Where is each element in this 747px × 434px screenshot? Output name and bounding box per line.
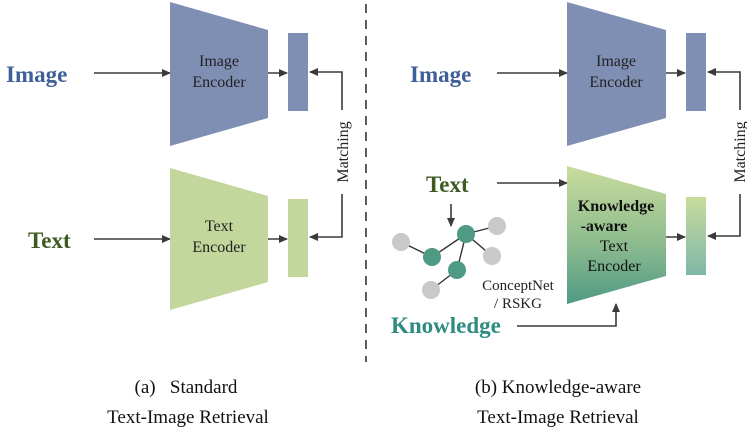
left-text-encoder-line1: Text xyxy=(205,218,234,235)
knowledge-label: Knowledge xyxy=(391,313,501,338)
left-image-encoder-line1: Image xyxy=(199,53,239,70)
graph-node xyxy=(392,233,410,251)
left-caption-line1: (a) Standard xyxy=(135,377,238,398)
left-text-feature xyxy=(288,199,308,277)
left-matching-label: Matching xyxy=(335,121,352,182)
graph-node xyxy=(457,225,475,243)
right-caption-line2: Text-Image Retrieval xyxy=(477,407,639,428)
left-image-feature xyxy=(288,33,308,111)
graph-node xyxy=(448,261,466,279)
ka-encoder-line3: Text xyxy=(600,238,629,255)
graph-node xyxy=(488,217,506,235)
right-image-feature xyxy=(686,33,706,111)
right-matching-gap xyxy=(728,110,747,194)
right-text-label: Text xyxy=(426,172,469,197)
graph-label-line2: / RSKG xyxy=(494,296,542,312)
right-image-label: Image xyxy=(410,62,471,87)
left-image-encoder xyxy=(170,2,268,146)
left-image-encoder-line2: Encoder xyxy=(192,74,246,91)
ka-encoder-line1: Knowledge xyxy=(578,198,654,215)
right-caption-line1: (b) Knowledge-aware xyxy=(475,377,641,398)
knowledge-arrow xyxy=(517,303,620,327)
left-image-label: Image xyxy=(6,62,67,87)
right-image-encoder xyxy=(567,2,666,146)
left-matching-gap xyxy=(330,110,354,194)
right-text-feature xyxy=(686,197,706,275)
right-image-encoder-line2: Encoder xyxy=(589,74,643,91)
left-text-encoder-line2: Encoder xyxy=(192,239,246,256)
ka-encoder-line2: -aware xyxy=(581,218,628,235)
left-text-encoder xyxy=(170,168,268,310)
left-caption-line2: Text-Image Retrieval xyxy=(107,407,269,428)
knowledge-aware-text-encoder xyxy=(567,166,666,304)
graph-label-line1: ConceptNet xyxy=(482,278,554,294)
panel-knowledge-aware: Image Image Encoder Text ConceptNet / RS… xyxy=(391,2,747,428)
graph-node xyxy=(483,247,501,265)
panel-standard: Image Image Encoder Text Text Encoder Ma… xyxy=(6,2,354,428)
knowledge-graph xyxy=(392,217,506,299)
right-image-encoder-line1: Image xyxy=(596,53,636,70)
ka-encoder-line4: Encoder xyxy=(587,258,641,275)
graph-node xyxy=(423,248,441,266)
graph-node xyxy=(422,281,440,299)
left-text-label: Text xyxy=(28,228,71,253)
right-matching-label: Matching xyxy=(732,121,747,182)
